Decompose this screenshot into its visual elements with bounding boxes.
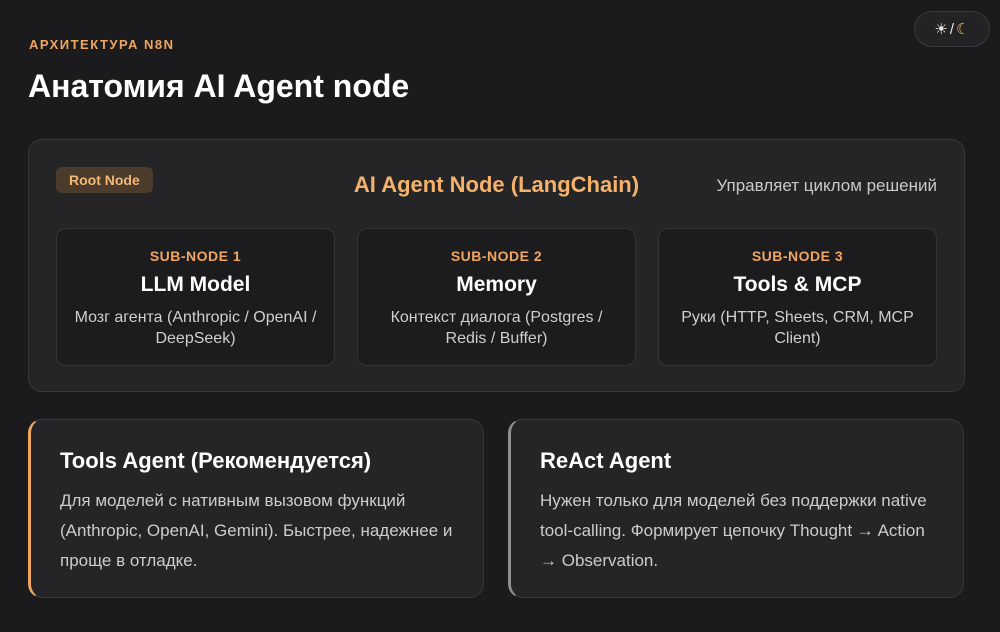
sub-node-memory: SUB-NODE 2 Memory Контекст диалога (Post… <box>357 228 636 366</box>
react-agent-card: ReAct Agent Нужен только для моделей без… <box>508 419 964 598</box>
page-title: Анатомия AI Agent node <box>28 68 410 104</box>
root-node-badge: Root Node <box>56 167 153 193</box>
sub-node-tools-mcp: SUB-NODE 3 Tools & MCP Руки (HTTP, Sheet… <box>658 228 937 366</box>
sub-node-label: SUB-NODE 3 <box>751 248 844 264</box>
agent-card-body: Для моделей с нативным вызовом функций (… <box>60 491 453 570</box>
tools-agent-card: Tools Agent (Рекомендуется) Для моделей … <box>28 419 484 598</box>
root-node-title: AI Agent Node (LangChain) <box>353 172 640 197</box>
sub-node-description: Контекст диалога (Postgres / Redis / Buf… <box>390 309 603 347</box>
sub-node-llm-model: SUB-NODE 1 LLM Model Мозг агента (Anthro… <box>56 228 335 366</box>
agent-card-title: ReAct Agent <box>540 448 672 473</box>
theme-toggle-button[interactable]: ☀ / ☾ <box>914 11 990 47</box>
sub-node-name: Memory <box>456 273 537 296</box>
moon-icon: ☾ <box>956 21 970 38</box>
sub-node-description: Руки (HTTP, Sheets, CRM, MCP Client) <box>681 309 914 347</box>
sub-node-name: Tools & MCP <box>733 273 862 296</box>
sun-icon: ☀ <box>934 21 948 38</box>
sub-node-description: Мозг агента (Anthropic / OpenAI / DeepSe… <box>74 309 317 347</box>
section-eyebrow: АРХИТЕКТУРА N8N <box>29 37 175 52</box>
agent-card-body: Нужен только для моделей без поддержки n… <box>540 491 927 570</box>
sub-node-label: SUB-NODE 1 <box>149 248 242 264</box>
root-node-card: Root Node AI Agent Node (LangChain) Упра… <box>28 139 965 392</box>
root-node-description: Управляет циклом решений <box>716 176 937 195</box>
agent-card-title: Tools Agent (Рекомендуется) <box>60 448 372 473</box>
sub-node-label: SUB-NODE 2 <box>450 248 543 264</box>
theme-separator: / <box>949 20 955 38</box>
sub-node-name: LLM Model <box>140 273 251 296</box>
